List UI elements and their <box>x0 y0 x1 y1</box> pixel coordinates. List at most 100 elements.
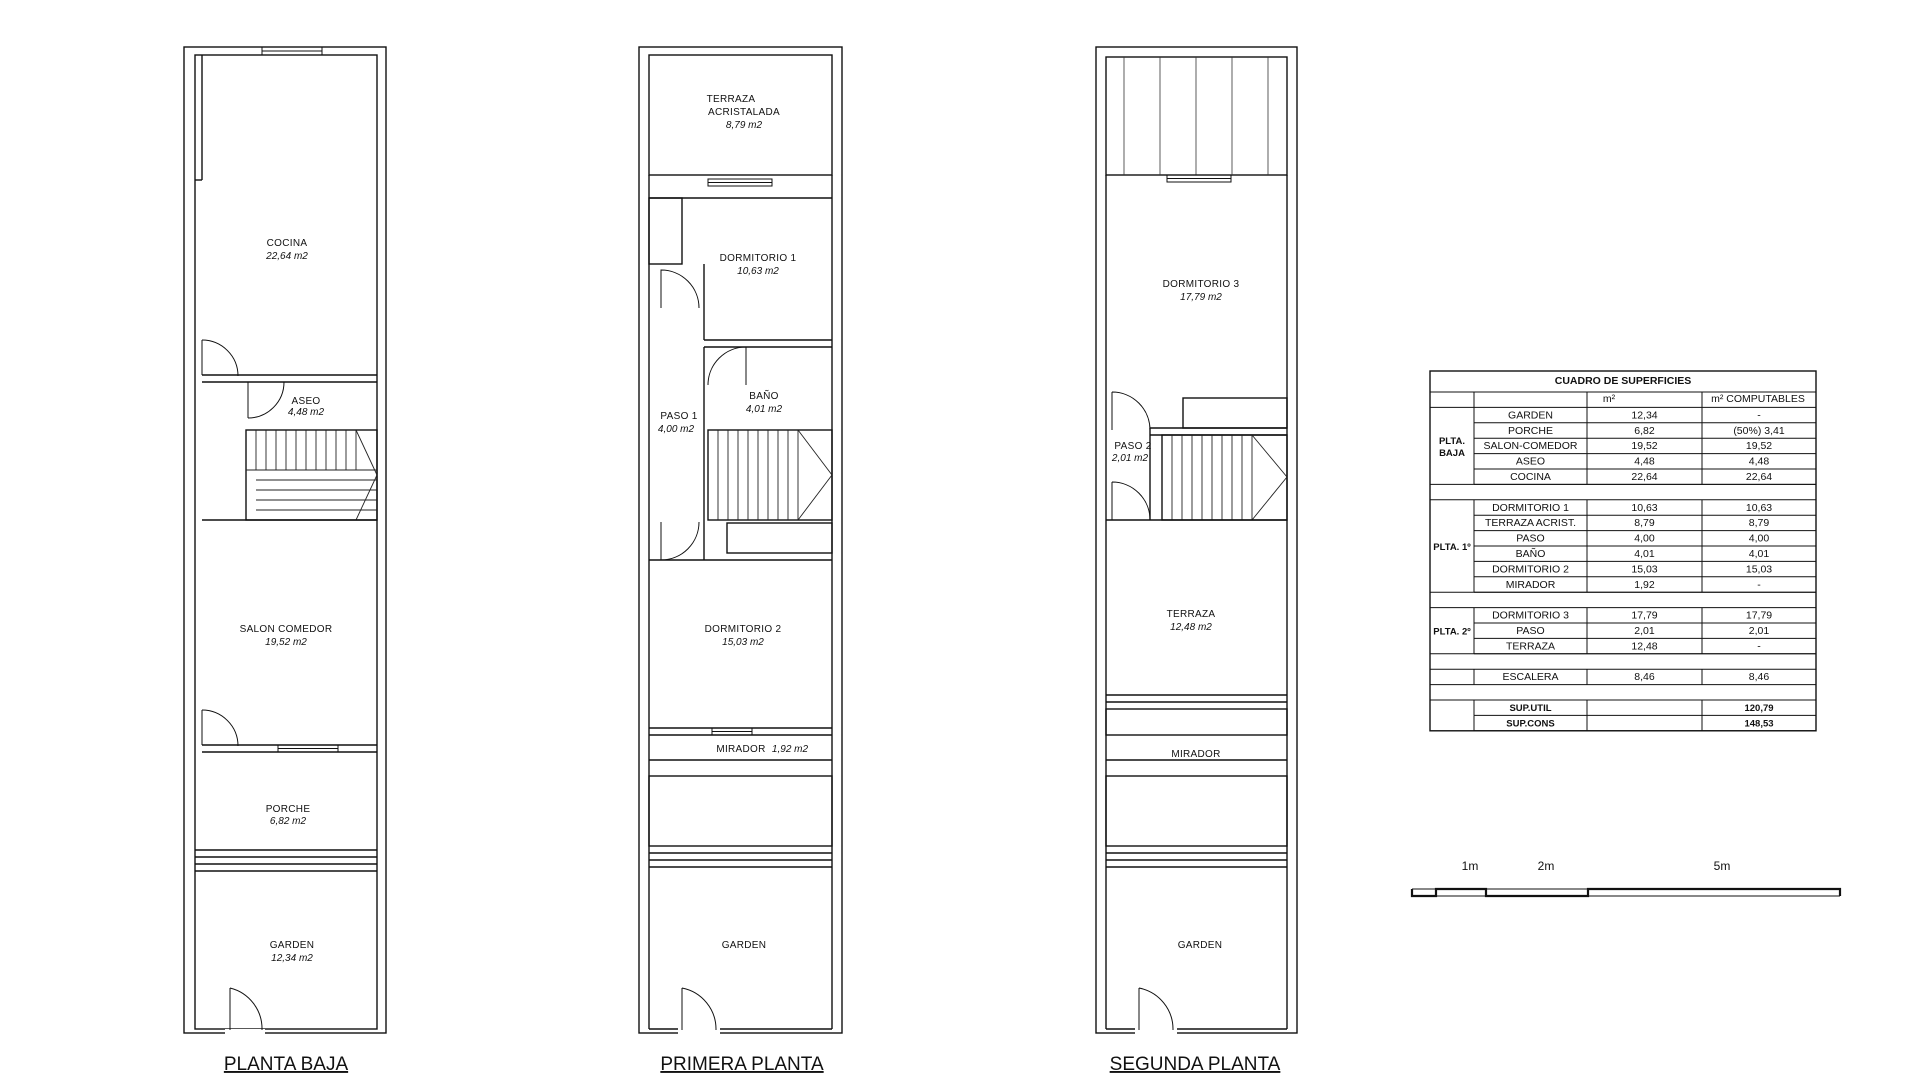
room-bano-name: BAÑO <box>749 389 779 402</box>
ground-inner-wall <box>194 54 378 1030</box>
table-cell-computable: 8,79 <box>1749 517 1770 529</box>
first-closet <box>648 197 683 265</box>
table-cell-computable: - <box>1757 579 1761 591</box>
table-cell-m2: 19,52 <box>1631 440 1657 452</box>
room-paso1-name: PASO 1 <box>660 411 697 422</box>
room-paso2-name: PASO 2 <box>1114 441 1151 452</box>
table-cell-computable: 4,48 <box>1749 456 1770 468</box>
first-stair-landing <box>726 522 833 554</box>
table-cell-name: SALON-COMEDOR <box>1484 440 1578 452</box>
room-porche-name: PORCHE <box>266 804 311 815</box>
table-cell-name: TERRAZA ACRIST. <box>1485 517 1576 529</box>
scale-label-5m: 5m <box>1714 859 1731 873</box>
room-bano-area: 4,01 m2 <box>746 404 783 415</box>
room-garden-first-name: GARDEN <box>722 940 767 951</box>
surface-table: CUADRO DE SUPERFICIES m² m² COMPUTABLES … <box>1429 370 1817 732</box>
table-cell-name: TERRAZA <box>1506 640 1555 652</box>
surface-table-header-computables: m² COMPUTABLES <box>1711 393 1805 405</box>
room-dormitorio2-area: 15,03 m2 <box>722 637 764 648</box>
table-total-value: 148,53 <box>1744 718 1773 729</box>
first-mirador-grating <box>648 775 833 847</box>
second-railing <box>1105 708 1288 736</box>
table-cell-computable: 22,64 <box>1746 471 1772 483</box>
kitchen-door-swing <box>201 339 239 377</box>
table-cell-m2: 1,92 <box>1634 579 1655 591</box>
room-dormitorio2-name: DORMITORIO 2 <box>705 624 782 635</box>
room-garden-name: GARDEN <box>270 940 315 951</box>
table-cell-computable: 2,01 <box>1749 625 1770 637</box>
room-salon-area: 19,52 m2 <box>265 637 307 648</box>
room-aseo-area: 4,48 m2 <box>288 407 325 418</box>
second-floor-title: SEGUNDA PLANTA <box>1110 1054 1281 1075</box>
room-cocina-name: COCINA <box>267 238 308 249</box>
table-cell-computable: - <box>1757 409 1761 421</box>
second-terrace-door-swing <box>1111 481 1151 521</box>
ground-outer-wall <box>183 46 387 1034</box>
table-cell-name: DORMITORIO 3 <box>1492 610 1569 622</box>
salon-door-swing <box>201 709 239 747</box>
first-stair <box>707 429 833 521</box>
first-entrance-door <box>681 987 717 1031</box>
table-cell-computable: 15,03 <box>1746 563 1772 575</box>
second-mirador-grating <box>1105 775 1288 847</box>
room-dormitorio1-name: DORMITORIO 1 <box>720 253 797 264</box>
room-terraza-name: TERRAZA <box>1167 609 1216 620</box>
dorm3-door-swing <box>1111 391 1151 431</box>
table-cell-m2: 4,01 <box>1634 548 1655 560</box>
table-group-label: PLTA. 1º <box>1433 542 1471 553</box>
table-total-value: 120,79 <box>1744 703 1773 714</box>
first-terrace-box <box>648 54 833 176</box>
table-group-label: PLTA. 2º <box>1433 627 1471 638</box>
table-group-label: BAJA <box>1439 448 1465 459</box>
room-cocina-area: 22,64 m2 <box>265 251 308 262</box>
table-cell-name: GARDEN <box>1508 409 1553 421</box>
table-cell-m2: 2,01 <box>1634 625 1655 637</box>
table-cell-computable: 17,79 <box>1746 610 1772 622</box>
table-cell-name: ASEO <box>1516 456 1545 468</box>
room-salon-name: SALON COMEDOR <box>240 624 333 635</box>
scale-label-1m: 1m <box>1462 859 1479 873</box>
room-aseo-name: ASEO <box>292 396 321 407</box>
table-cell-m2: 10,63 <box>1631 502 1657 514</box>
table-group-label: PLTA. <box>1439 436 1465 447</box>
surface-table-title: CUADRO DE SUPERFICIES <box>1555 375 1692 387</box>
room-dormitorio1-area: 10,63 m2 <box>737 266 779 277</box>
scale-label-2m: 2m <box>1538 859 1555 873</box>
table-cell-m2: 4,48 <box>1634 456 1655 468</box>
bano-door-swing <box>707 346 747 386</box>
table-cell-m2: 6,82 <box>1634 425 1655 437</box>
room-paso1-area: 4,00 m2 <box>658 424 695 435</box>
plan-second-floor: DORMITORIO 3 17,79 m2 PASO 2 2,01 m2 TER… <box>1095 46 1298 1075</box>
surface-table-header-m2: m² <box>1603 393 1616 405</box>
table-total-label: SUP.CONS <box>1506 718 1554 729</box>
room-garden-area: 12,34 m2 <box>271 953 313 964</box>
first-floor-title: PRIMERA PLANTA <box>660 1054 824 1075</box>
room-terraza-area: 12,48 m2 <box>1170 622 1212 633</box>
table-cell-computable: (50%) 3,41 <box>1733 425 1785 437</box>
table-cell-computable: 19,52 <box>1746 440 1772 452</box>
table-cell-m2: 8,79 <box>1634 517 1655 529</box>
room-terraza-acristalada-line1: TERRAZA <box>707 94 756 105</box>
room-terraza-acristalada-area: 8,79 m2 <box>726 120 763 131</box>
second-stair <box>1161 434 1288 521</box>
table-cell-name: MIRADOR <box>1506 579 1556 591</box>
table-cell-m2: 12,48 <box>1631 640 1657 652</box>
second-closet <box>1182 397 1288 429</box>
table-cell-name: PASO <box>1516 533 1544 545</box>
ground-floor-title: PLANTA BAJA <box>224 1054 349 1075</box>
room-mirador-name: MIRADOR <box>716 744 765 755</box>
table-cell-m2: 4,00 <box>1634 533 1655 545</box>
dorm1-door-swing <box>660 269 700 309</box>
table-total-label: SUP.UTIL <box>1509 703 1551 714</box>
table-stair-cell: 8,46 <box>1634 671 1655 683</box>
table-stair-cell: 8,46 <box>1749 671 1770 683</box>
room-mirador-area: 1,92 m2 <box>772 744 809 755</box>
plan-ground-floor: COCINA 22,64 m2 ASEO 4,48 m2 SALON COMED… <box>183 46 387 1075</box>
room-mirador-second-name: MIRADOR <box>1171 749 1220 760</box>
aseo-door-swing <box>247 381 285 419</box>
scale-bar-line <box>1410 887 1842 898</box>
room-dormitorio3-name: DORMITORIO 3 <box>1163 279 1240 290</box>
table-cell-m2: 15,03 <box>1631 563 1657 575</box>
room-terraza-acristalada-line2: ACRISTALADA <box>708 107 780 118</box>
first-outer-wall <box>638 46 843 1034</box>
